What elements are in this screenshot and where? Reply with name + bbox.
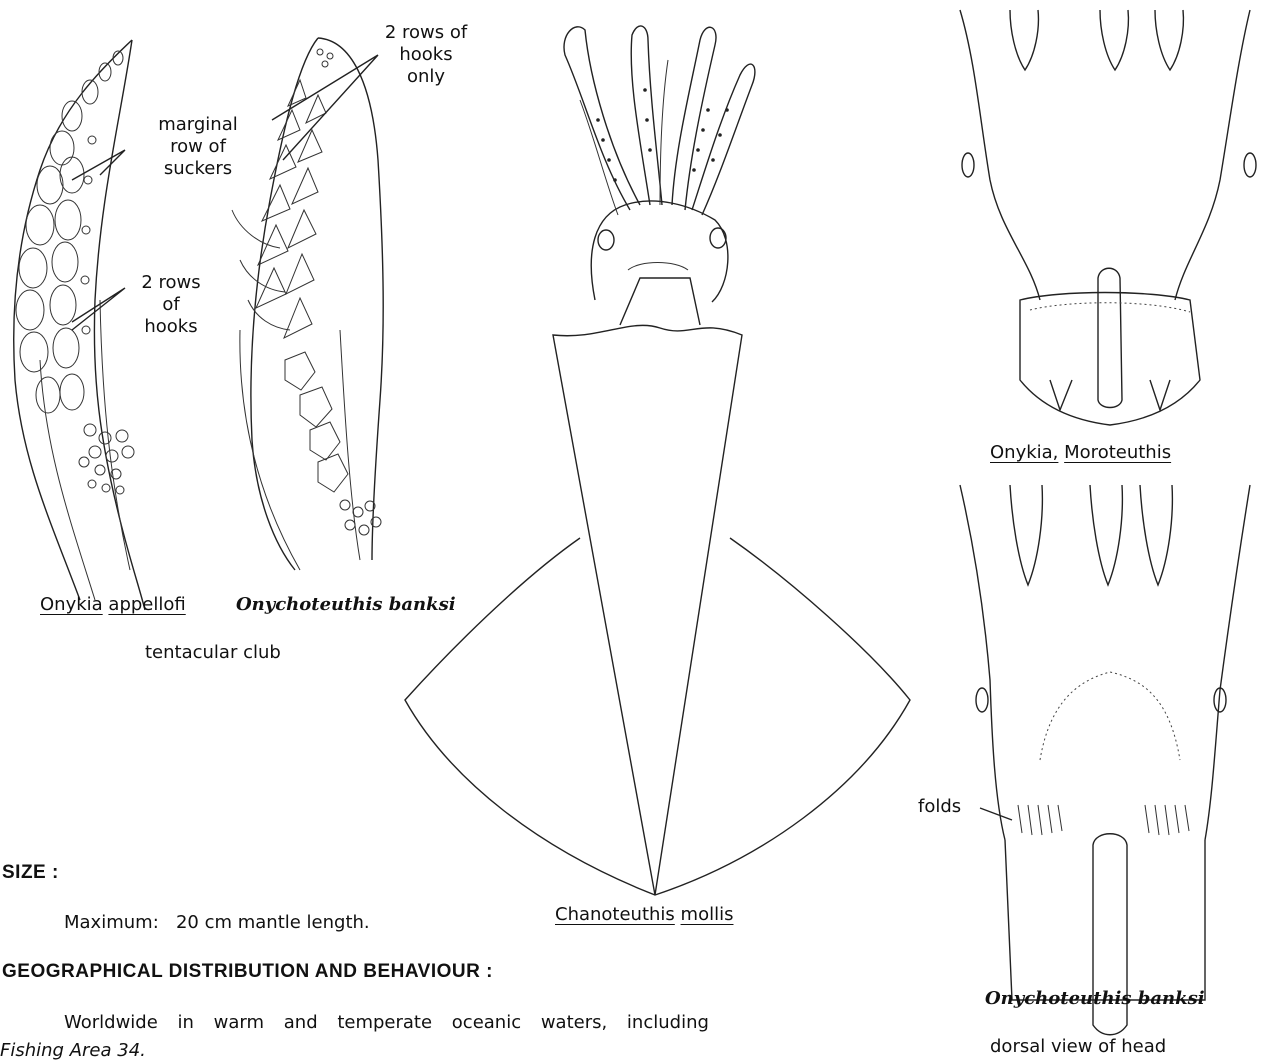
hooks-only-line-1: 2 rows of bbox=[366, 22, 486, 44]
onykia-caption-word: Onykia, bbox=[990, 442, 1058, 463]
chanoteuthis-genus: Chanoteuthis bbox=[555, 904, 675, 925]
size-maximum: Maximum: 20 cm mantle length. bbox=[64, 912, 370, 933]
maximum-value: 20 cm mantle length. bbox=[176, 912, 370, 933]
maximum-label: Maximum: bbox=[64, 912, 159, 933]
chanoteuthis-species: mollis bbox=[681, 904, 734, 925]
two-rows-hooks-label: 2 rows of hooks bbox=[126, 272, 216, 338]
distribution-line-1: Worldwide in warm and temperate oceanic … bbox=[64, 1012, 709, 1033]
two-rows-hooks-line-3: hooks bbox=[126, 316, 216, 338]
tentacular-club-caption: tentacular club bbox=[145, 642, 281, 664]
size-heading: SIZE : bbox=[2, 862, 59, 884]
dorsal-view-caption: dorsal view of head bbox=[990, 1036, 1166, 1058]
distribution-heading: GEOGRAPHICAL DISTRIBUTION AND BEHAVIOUR … bbox=[2, 961, 493, 983]
hooks-only-line-2: hooks bbox=[366, 44, 486, 66]
onychoteuthis-banksi-head-caption: Onychoteuthis banksi bbox=[985, 988, 1205, 1010]
onychoteuthis-head-drawing bbox=[960, 485, 1250, 1035]
onychoteuthis-banksi-club-caption: Onychoteuthis banksi bbox=[236, 594, 456, 616]
chanoteuthis-mollis-caption: Chanoteuthis mollis bbox=[555, 904, 733, 926]
distribution-line-2: Fishing Area 34. bbox=[0, 1040, 146, 1061]
two-rows-hooks-line-1: 2 rows bbox=[126, 272, 216, 294]
onykia-moroteuthis-head-drawing bbox=[960, 10, 1256, 425]
onykia-genus: Onykia bbox=[40, 594, 103, 615]
marginal-row-line-3: suckers bbox=[128, 158, 268, 180]
folds-label: folds bbox=[918, 796, 961, 818]
onykia-appellofi-caption: Onykia appellofi bbox=[40, 594, 186, 616]
onykia-species: appellofi bbox=[108, 594, 185, 615]
marginal-row-label: marginal row of suckers bbox=[128, 114, 268, 180]
hooks-only-line-3: only bbox=[366, 66, 486, 88]
onykia-moroteuthis-caption: Onykia, Moroteuthis bbox=[990, 442, 1171, 464]
marginal-row-line-2: row of bbox=[128, 136, 268, 158]
chanoteuthis-squid-drawing bbox=[405, 26, 910, 895]
annotation-pointer-lines bbox=[72, 55, 378, 330]
two-rows-hooks-line-2: of bbox=[126, 294, 216, 316]
marginal-row-line-1: marginal bbox=[128, 114, 268, 136]
moroteuthis-caption-word: Moroteuthis bbox=[1064, 442, 1171, 463]
two-rows-hooks-only-label: 2 rows of hooks only bbox=[366, 22, 486, 88]
